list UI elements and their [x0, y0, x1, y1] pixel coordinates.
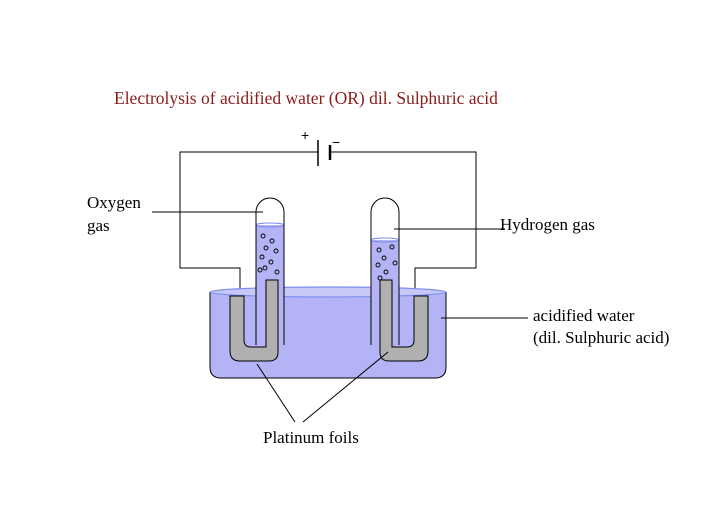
right-platinum-foil — [379, 279, 429, 362]
negative-sign: − — [332, 134, 340, 150]
battery-cell — [317, 140, 332, 166]
left-platinum-foil — [229, 279, 279, 362]
oxygen-bubbles — [257, 233, 280, 275]
sulphuric-acid-label: (dil. Sulphuric acid) — [533, 328, 669, 347]
acidified-water-solution — [209, 291, 447, 379]
oxygen-tube-outline — [255, 197, 285, 345]
diagram-title: Electrolysis of acidified water (OR) dil… — [114, 88, 498, 108]
hydrogen-gas-label: Hydrogen gas — [500, 215, 595, 234]
hydrogen-bubbles — [375, 244, 398, 281]
platinum-leader-right — [302, 351, 389, 423]
leader-lines — [152, 211, 528, 423]
circuit-wire — [179, 151, 477, 300]
platinum-leader-left — [256, 363, 296, 423]
platinum-foils-label: Platinum foils — [263, 428, 359, 447]
solution-surface — [209, 286, 447, 298]
hydrogen-tube-outline — [370, 197, 400, 345]
acidified-water-label: acidified water — [533, 306, 635, 325]
beaker — [209, 286, 447, 379]
positive-sign: + — [301, 127, 309, 143]
oxygen-gas-label-line1: Oxygen — [87, 193, 141, 212]
oxygen-gas-label-line2: gas — [87, 216, 110, 235]
